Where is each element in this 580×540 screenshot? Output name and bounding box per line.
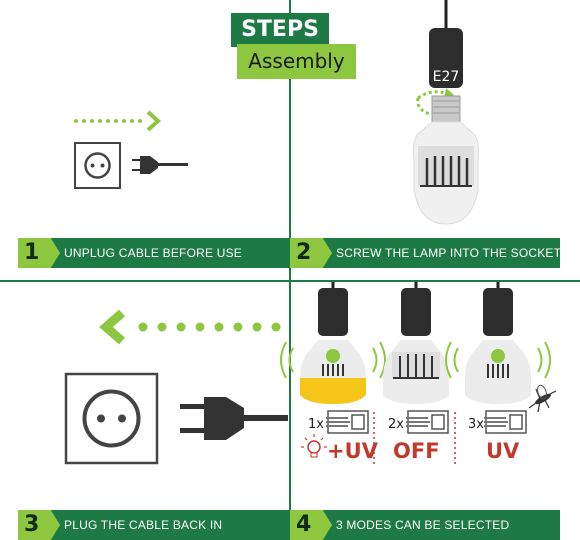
switch-hand-icon <box>484 410 527 434</box>
vertical-divider <box>289 0 291 540</box>
step-4-number: 4 <box>290 510 332 540</box>
step-3-text: PLUG THE CABLE BACK IN <box>64 518 223 532</box>
e27-socket-icon: E27 <box>429 0 463 88</box>
step-1-number: 1 <box>18 238 60 268</box>
mode-3-count: 3x <box>468 417 484 432</box>
step-1-bar: 1 UNPLUG CABLE BEFORE USE <box>18 238 289 268</box>
lamp-mode-off <box>383 282 449 404</box>
mode-2-count: 2x <box>388 417 404 432</box>
step-2-text: SCREW THE LAMP INTO THE SOCKET <box>336 246 562 260</box>
plug-large-icon <box>180 397 288 440</box>
step-4-text: 3 MODES CAN BE SELECTED <box>336 518 510 532</box>
mosquito-icon <box>528 384 557 413</box>
wall-socket-small-icon <box>74 142 121 189</box>
step-3-bar: 3 PLUG THE CABLE BACK IN <box>18 510 289 540</box>
assembly-subtitle: Assembly <box>237 44 356 79</box>
switch-hand-icon <box>326 410 369 434</box>
step-3-number: 3 <box>18 510 60 540</box>
steps-title: STEPS <box>231 13 329 47</box>
mode-3-label: UV <box>486 439 520 463</box>
step-2-number: 2 <box>290 238 332 268</box>
mode-1-count: 1x <box>308 417 324 432</box>
plug-small-icon <box>132 156 188 174</box>
step-1-text: UNPLUG CABLE BEFORE USE <box>64 246 242 260</box>
step-2-bar: 2 SCREW THE LAMP INTO THE SOCKET <box>290 238 562 268</box>
lamp-mode-uv-plus-light <box>280 282 386 404</box>
mode-2-label: OFF <box>393 439 440 463</box>
unplug-arrow-icon <box>74 110 161 132</box>
switch-hand-icon <box>406 410 449 434</box>
wall-socket-large-icon <box>64 372 159 465</box>
socket-label: E27 <box>433 69 460 85</box>
plug-in-arrow-icon <box>99 309 281 345</box>
light-bulb-icon <box>301 434 327 458</box>
horizontal-divider <box>0 280 580 282</box>
lamp-bulb-icon <box>413 95 479 225</box>
mode-1-label: +UV <box>327 439 379 463</box>
lamp-mode-uv <box>445 282 551 404</box>
step-4-bar: 4 3 MODES CAN BE SELECTED <box>290 510 560 540</box>
